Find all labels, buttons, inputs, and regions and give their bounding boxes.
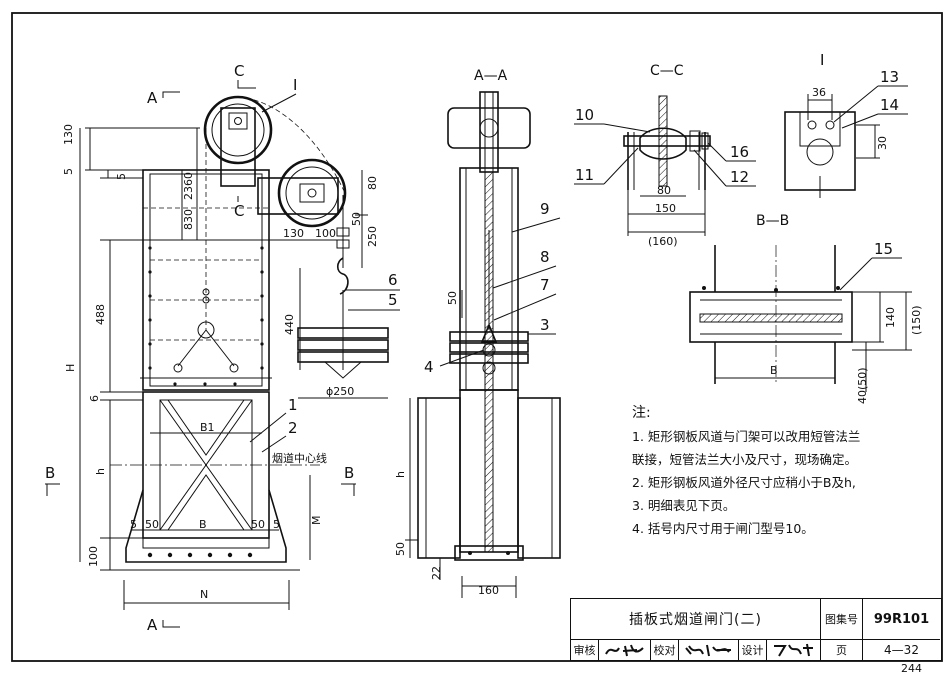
callout-14: 14 bbox=[880, 96, 899, 114]
detail-mark-I: I bbox=[293, 76, 297, 94]
dim-488: 488 bbox=[94, 304, 107, 325]
atlas-label: 图集号 bbox=[821, 599, 863, 640]
cc-dim-160: (160) bbox=[648, 235, 678, 248]
dim-M: M bbox=[310, 516, 323, 526]
dim-440: 440 bbox=[283, 314, 296, 335]
dim-50-right: 50 bbox=[251, 518, 265, 531]
dim-50: 50 bbox=[350, 212, 363, 226]
page-label: 页 bbox=[821, 640, 863, 660]
design-signature bbox=[767, 640, 821, 660]
notes-block: 注: 1. 矩形钢板风道与门架可以改用短管法兰 联接，短管法兰大小及尺寸，现场确… bbox=[632, 402, 932, 540]
dim-80: 80 bbox=[366, 176, 379, 190]
note-2: 2. 矩形钢板风道外径尺寸应稍小于B及h, bbox=[632, 475, 856, 490]
bb-dim-B: B bbox=[770, 364, 778, 377]
dim-6: 6 bbox=[88, 395, 101, 402]
view-title-cc: C—C bbox=[650, 63, 684, 79]
base-bolts bbox=[147, 552, 253, 558]
check-signature bbox=[679, 640, 739, 660]
aa-dim-22: 22 bbox=[430, 566, 443, 580]
callout-10: 10 bbox=[575, 106, 594, 124]
view-title-detail-i: I bbox=[820, 51, 824, 69]
cc-dim-150: 150 bbox=[655, 202, 676, 215]
frame-bolts bbox=[148, 246, 264, 386]
page-value: 4—32 bbox=[884, 643, 919, 657]
centerline-label: 烟道中心线 bbox=[272, 451, 327, 465]
drawing-title: 插板式烟道闸门(二) bbox=[571, 599, 821, 640]
callout-2: 2 bbox=[288, 419, 298, 437]
callout-4: 4 bbox=[424, 358, 434, 376]
callout-8: 8 bbox=[540, 248, 550, 266]
note-1: 1. 矩形钢板风道与门架可以改用短管法兰 bbox=[632, 429, 861, 444]
section-mark-B-left: B bbox=[45, 464, 55, 482]
dim-5b: 5 bbox=[115, 173, 128, 180]
aa-dim-50: 50 bbox=[446, 291, 459, 305]
section-aa: A—A 50 h 50 bbox=[394, 68, 561, 598]
callout-11: 11 bbox=[575, 166, 594, 184]
callout-6: 6 bbox=[388, 271, 398, 289]
dim-2360: 2360 bbox=[182, 172, 195, 200]
callout-15: 15 bbox=[874, 240, 893, 258]
bb-dim-40-50: 40(50) bbox=[856, 367, 869, 404]
dim-5-right: 5 bbox=[273, 518, 280, 531]
section-mark-C-bottom: C bbox=[234, 202, 244, 220]
aa-dim-160: 160 bbox=[478, 584, 499, 597]
bb-dim-140: 140 bbox=[884, 307, 897, 328]
dim-50-left: 50 bbox=[145, 518, 159, 531]
cc-dim-80: 80 bbox=[657, 184, 671, 197]
front-view: 130 5 5 2360 830 488 H 6 h 100 5 50 B 50… bbox=[45, 62, 400, 634]
dim-B: B bbox=[199, 518, 207, 531]
view-title-aa: A—A bbox=[474, 68, 508, 84]
detail-i: I 36 30 13 14 bbox=[784, 51, 908, 198]
notes-title: 注: bbox=[632, 405, 651, 421]
callout-13: 13 bbox=[880, 68, 899, 86]
section-mark-C-top: C bbox=[234, 62, 244, 80]
callout-9: 9 bbox=[540, 200, 550, 218]
dim-130: 130 bbox=[62, 124, 75, 145]
note-4: 4. 括号内尺寸用于闸门型号10。 bbox=[632, 521, 814, 536]
dim-phi250: ϕ250 bbox=[326, 385, 354, 398]
review-signature bbox=[599, 640, 651, 660]
dim-130b: 130 bbox=[283, 227, 304, 240]
callout-5: 5 bbox=[388, 291, 398, 309]
note-3: 3. 明细表见下页。 bbox=[632, 498, 736, 513]
dim-100: 100 bbox=[87, 546, 100, 567]
callout-1: 1 bbox=[288, 396, 298, 414]
i-dim-30: 30 bbox=[876, 136, 889, 150]
callout-16: 16 bbox=[730, 143, 749, 161]
dim-100b: 100 bbox=[315, 227, 336, 240]
dim-B1: B1 bbox=[200, 421, 215, 434]
atlas-number: 99R101 bbox=[863, 599, 940, 640]
dim-5: 5 bbox=[62, 168, 75, 175]
section-mark-A-bottom: A bbox=[147, 616, 158, 634]
sheet-border bbox=[11, 12, 943, 662]
section-mark-A-top: A bbox=[147, 89, 158, 107]
dim-830: 830 bbox=[182, 209, 195, 230]
section-cc: C—C 80 150 (160) 10 11 12 16 bbox=[574, 63, 756, 248]
dim-5-left: 5 bbox=[130, 518, 137, 531]
i-dim-36: 36 bbox=[812, 86, 826, 99]
section-bb: B—B B 140 (150) 40(50) 15 bbox=[689, 213, 923, 404]
callout-7: 7 bbox=[540, 276, 550, 294]
dim-h: h bbox=[94, 468, 107, 475]
callout-12: 12 bbox=[730, 168, 749, 186]
note-1-cont: 联接，短管法兰大小及尺寸，现场确定。 bbox=[632, 452, 858, 467]
design-label: 设计 bbox=[739, 640, 767, 660]
check-label: 校对 bbox=[651, 640, 679, 660]
aa-dim-h: h bbox=[394, 471, 407, 478]
title-block: 插板式烟道闸门(二) 图集号 99R101 审核 校对 设计 页 4—32 bbox=[570, 598, 942, 661]
bb-dim-150: (150) bbox=[910, 305, 923, 335]
dim-250: 250 bbox=[366, 226, 379, 247]
section-mark-B-right: B bbox=[344, 464, 354, 482]
dim-H: H bbox=[64, 364, 77, 372]
view-title-bb: B—B bbox=[756, 213, 789, 229]
review-label: 审核 bbox=[571, 640, 599, 660]
page-number: 244 bbox=[901, 662, 922, 675]
dim-N: N bbox=[200, 588, 208, 601]
aa-dim-50b: 50 bbox=[394, 542, 407, 556]
callout-3: 3 bbox=[540, 316, 550, 334]
